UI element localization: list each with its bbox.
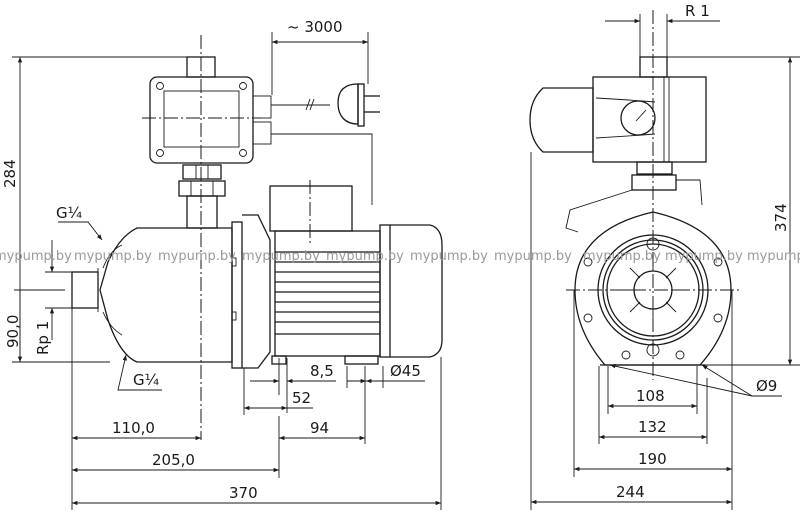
pressure-switch-box (149, 56, 272, 164)
dim-foot-dia: Ø45 (390, 362, 421, 380)
dim-foot-52: 52 (292, 389, 311, 407)
dim-width-190: 190 (638, 450, 667, 468)
watermark: mypump.by (242, 249, 320, 264)
motor-fins (275, 251, 380, 335)
dim-width-132: 132 (638, 418, 667, 436)
dim-len-110: 110,0 (112, 419, 155, 437)
dim-height-374: 374 (772, 203, 790, 232)
dim-hole-dia: Ø9 (756, 377, 777, 395)
watermark: mypump.by (74, 249, 152, 264)
watermark: mypump.by (747, 249, 800, 264)
dim-width-108: 108 (636, 387, 665, 405)
dimensions-side: ~ 3000 284 90,0 Rp 1 G¼ G¼ 8,5 (1, 18, 442, 510)
dim-suction-thread: Rp 1 (34, 321, 52, 355)
front-view: R 1 374 Ø9 108 132 190 (529, 2, 800, 510)
watermark: mypump.by (158, 249, 236, 264)
pressure-switch-front (529, 56, 707, 233)
watermark: mypump.by (326, 249, 404, 264)
side-view: ~ 3000 284 90,0 Rp 1 G¼ G¼ 8,5 (1, 18, 443, 510)
label-gauge-port-bottom: G¼ (133, 371, 160, 389)
dim-len-205: 205,0 (152, 451, 195, 469)
pump-housing (71, 214, 271, 369)
label-gauge-port-top: G¼ (56, 204, 83, 222)
dim-outlet-thread: R 1 (685, 2, 710, 20)
motor (269, 185, 443, 365)
dim-foot-94: 94 (310, 419, 329, 437)
watermark: mypump.by (0, 249, 72, 264)
dimensions-front: R 1 374 Ø9 108 132 190 (530, 2, 800, 510)
dim-height-284: 284 (1, 159, 19, 188)
watermark-row: mypump.by mypump.by mypump.by mypump.by … (0, 249, 800, 264)
dim-foot-offset: 8,5 (310, 362, 334, 380)
watermark: mypump.by (494, 249, 572, 264)
dim-suction-height: 90,0 (4, 315, 22, 348)
union-fitting (178, 164, 226, 229)
watermark: mypump.by (583, 249, 661, 264)
dim-cable-length: ~ 3000 (287, 18, 343, 36)
dim-width-244: 244 (616, 483, 645, 501)
watermark: mypump.by (410, 249, 488, 264)
dim-len-370: 370 (229, 484, 258, 502)
power-cable-plug (271, 83, 380, 205)
watermark: mypump.by (665, 249, 743, 264)
